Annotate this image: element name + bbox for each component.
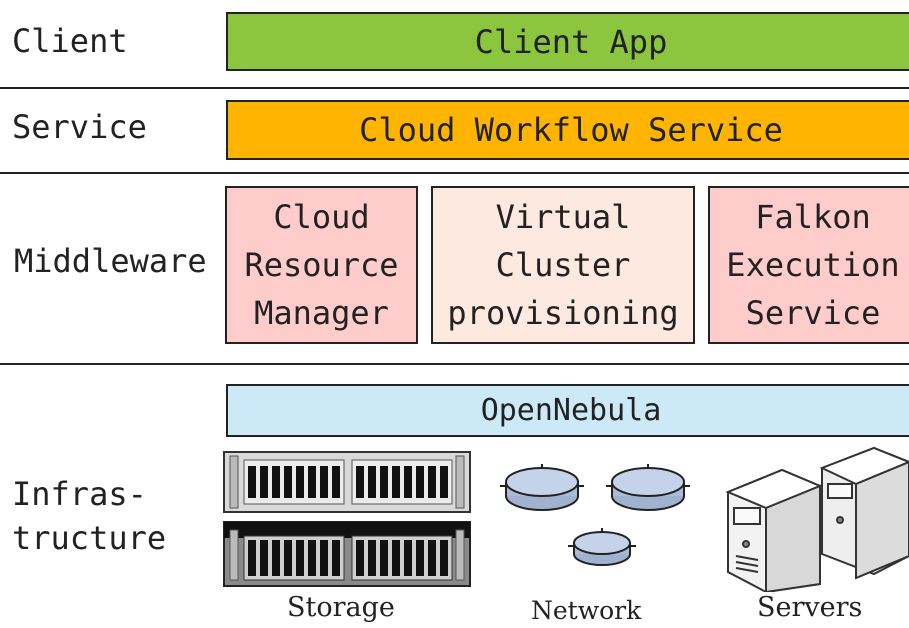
opennebula-label: OpenNebula (480, 393, 662, 428)
layer-label-infrastructure-line2: tructure (12, 519, 167, 558)
client-app-box: Client App (226, 12, 909, 71)
server-tower-icon (725, 446, 909, 592)
network-caption: Network (531, 596, 642, 625)
cloud-resource-manager-box: Cloud Resource Manager (225, 186, 418, 344)
cloud-workflow-service-label: Cloud Workflow Service (359, 111, 783, 149)
falkon-execution-service-line: Falkon (755, 198, 871, 236)
layer-label-client: Client (12, 22, 128, 60)
cloud-resource-manager-line: Manager (254, 294, 389, 332)
cloud-workflow-service-box: Cloud Workflow Service (226, 100, 909, 160)
layer-divider-1 (0, 87, 909, 89)
falkon-execution-service-line: Service (745, 294, 881, 332)
virtual-cluster-provisioning-line: Cluster (495, 246, 631, 284)
falkon-execution-service-line: Execution (726, 246, 900, 284)
cloud-resource-manager-line: Resource (244, 246, 399, 284)
storage-caption: Storage (287, 592, 395, 623)
falkon-execution-service-box: Falkon Execution Service (708, 186, 909, 344)
servers-caption: Servers (757, 592, 863, 623)
layer-label-middleware: Middleware (14, 242, 207, 280)
opennebula-box: OpenNebula (226, 384, 909, 437)
layer-divider-3 (0, 363, 909, 365)
layer-divider-2 (0, 172, 909, 174)
layer-label-infrastructure-line1: Infras- (12, 475, 147, 513)
virtual-cluster-provisioning-box: Virtual Cluster provisioning (431, 186, 695, 344)
network-router-icon (500, 464, 690, 566)
virtual-cluster-provisioning-line: Virtual (495, 198, 631, 236)
client-app-label: Client App (474, 22, 668, 61)
cloud-resource-manager-line: Cloud (273, 198, 370, 236)
virtual-cluster-provisioning-line: provisioning (447, 294, 679, 332)
layer-label-service: Service (12, 108, 147, 146)
layer-label-infrastructure: Infras- tructure (12, 475, 166, 558)
storage-rack-icon (223, 451, 471, 587)
